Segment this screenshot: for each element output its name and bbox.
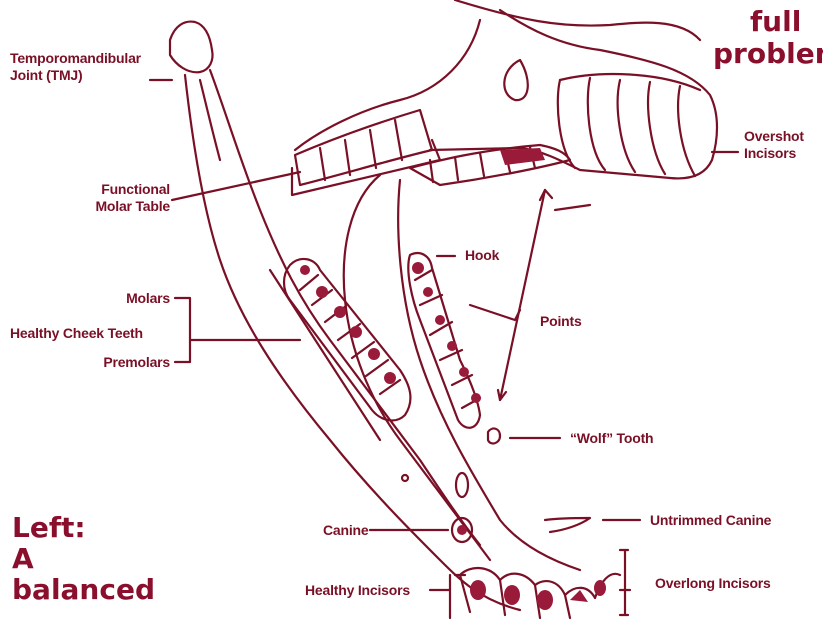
untrimmed-canine-label: Untrimmed Canine xyxy=(650,512,771,529)
healthy-incisors-label: Healthy Incisors xyxy=(305,582,410,599)
functional-label-line2: Molar Table xyxy=(80,198,170,215)
wolf-tooth-label: “Wolf” Tooth xyxy=(570,430,653,447)
left-caption-line2: A xyxy=(12,543,155,574)
tmj-condyle xyxy=(170,22,213,73)
functional-molar-table-label: Functional Molar Table xyxy=(80,181,170,215)
lower-cheek-teeth xyxy=(284,259,410,420)
healthy-cheek-teeth-label: Healthy Cheek Teeth xyxy=(10,325,143,342)
overlong-incisors-label: Overlong Incisors xyxy=(655,575,771,592)
hook-label: Hook xyxy=(465,247,499,264)
right-caption-line2: problem xyxy=(713,38,823,69)
upper-molar-row xyxy=(295,110,432,185)
points-arrow xyxy=(500,190,545,400)
upper-incisors xyxy=(558,78,695,176)
tmj-label-line2: Joint (TMJ) xyxy=(10,67,141,84)
tmj-label-line1: Temporomandibular xyxy=(10,50,141,67)
left-caption: Left: A balanced xyxy=(12,512,155,605)
right-caption-line1: full xyxy=(750,6,801,37)
tmj-label: Temporomandibular Joint (TMJ) xyxy=(10,50,141,84)
left-caption-line1: Left: xyxy=(12,512,155,543)
wolf-tooth xyxy=(488,429,500,444)
functional-label-line1: Functional xyxy=(80,181,170,198)
molars-label: Molars xyxy=(60,290,170,307)
overshot-label-line2: Incisors xyxy=(744,145,804,162)
overshot-label-line1: Overshot xyxy=(744,128,804,145)
premolars-label: Premolars xyxy=(60,354,170,371)
canine-label: Canine xyxy=(323,522,368,539)
points-label: Points xyxy=(540,313,582,330)
upper-skull-outline xyxy=(430,0,717,178)
left-caption-line3: balanced xyxy=(12,574,155,605)
overshot-incisors-label: Overshot Incisors xyxy=(744,128,804,162)
